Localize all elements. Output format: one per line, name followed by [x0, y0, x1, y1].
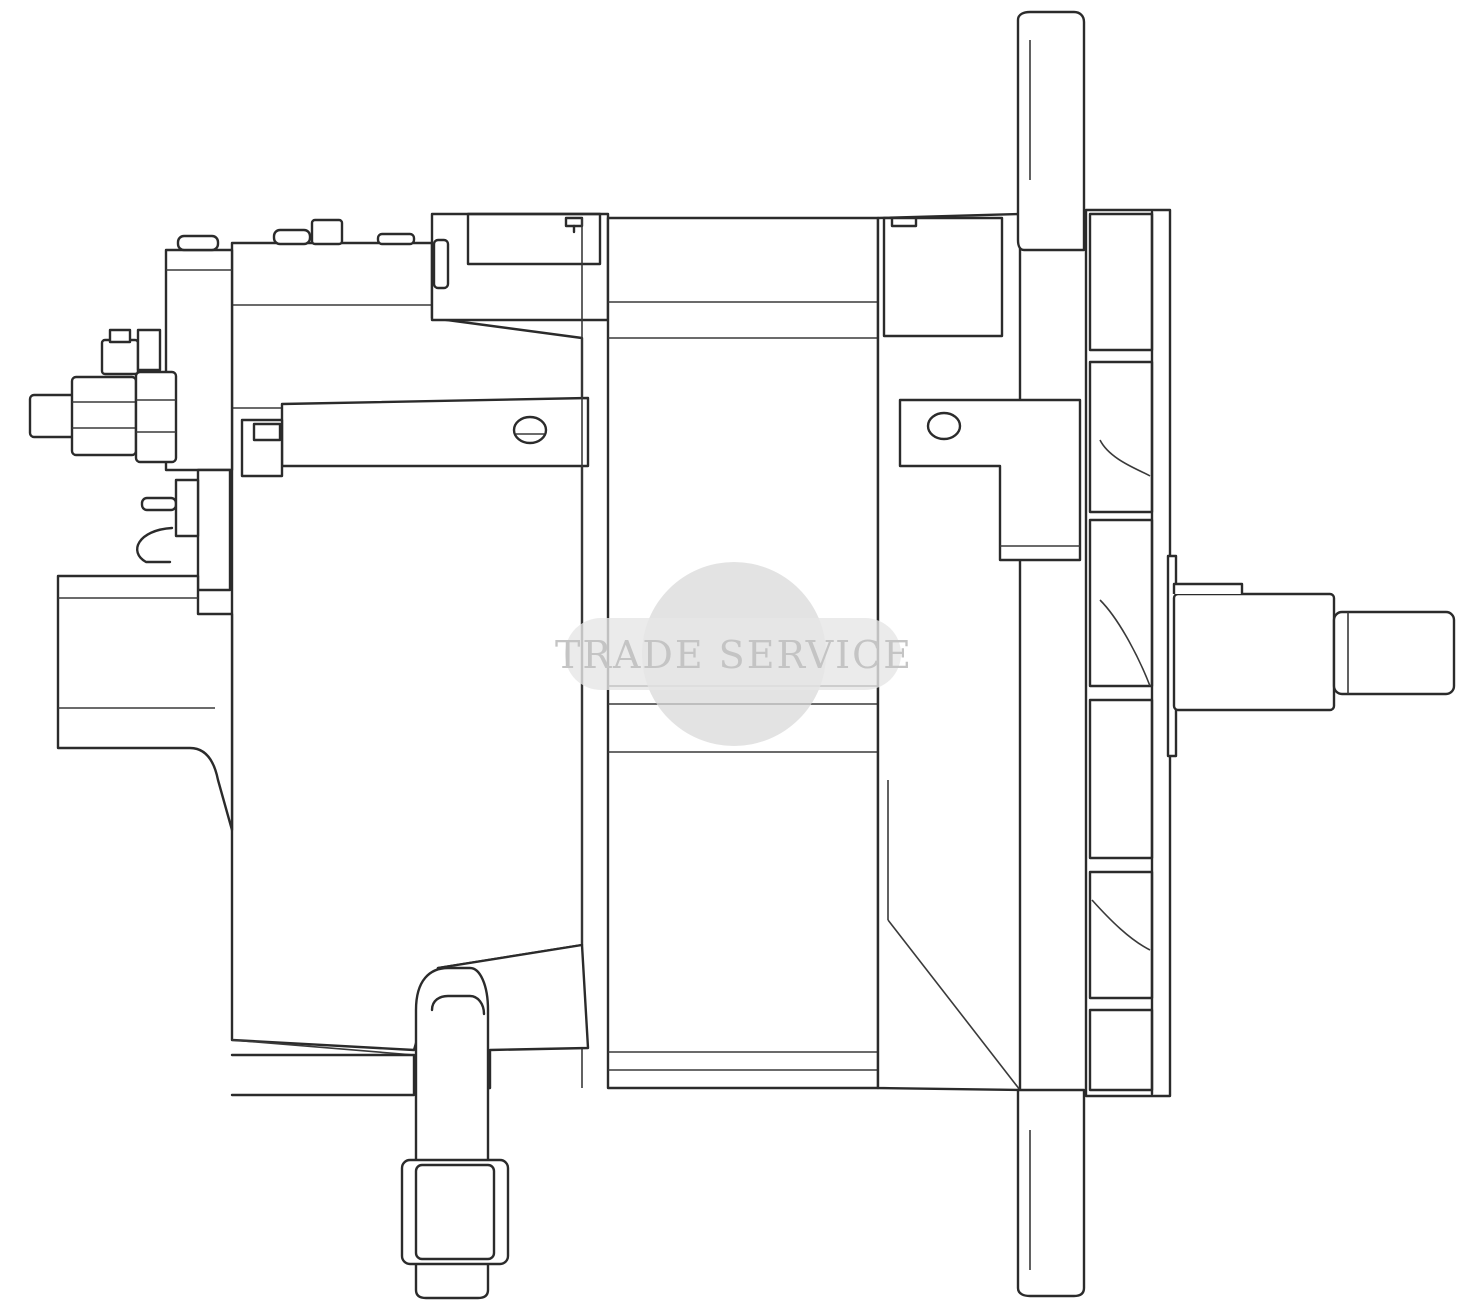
terminal-screw	[137, 480, 198, 562]
watermark-band	[565, 618, 901, 690]
pulley-hub	[1168, 556, 1334, 756]
watermark-text: TRADE SERVICE	[555, 633, 913, 677]
cooling-fan	[1086, 210, 1170, 1096]
rear-mount-foot	[58, 576, 232, 830]
trade-service-watermark: TRADE SERVICE	[555, 562, 913, 746]
output-stud	[30, 330, 176, 462]
rear-mount-ear-bottom	[402, 945, 588, 1298]
regulator-block	[166, 220, 414, 590]
drive-shaft	[1334, 612, 1454, 694]
front-mount-ear-bottom	[1018, 1090, 1084, 1296]
front-housing	[878, 214, 1080, 1090]
rear-strap-bracket	[242, 398, 588, 476]
front-mount-ear-top	[1018, 12, 1084, 250]
